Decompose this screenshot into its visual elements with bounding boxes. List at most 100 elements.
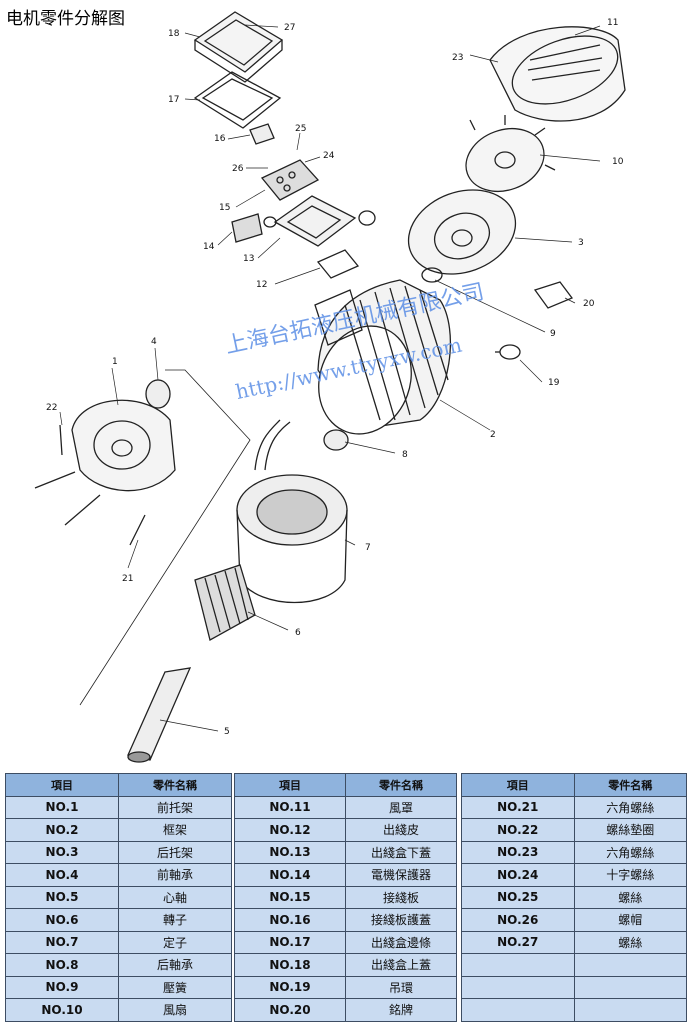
part-name: 電機保護器 [345, 863, 457, 887]
header-item: 項目 [234, 773, 346, 797]
part-number: NO.22 [461, 818, 575, 842]
front-end-bracket [71, 399, 176, 492]
callout-12: 12 [256, 280, 267, 290]
header-part-name: 零件名稱 [573, 773, 687, 797]
callout-25: 25 [295, 124, 306, 134]
part-name: 定子 [118, 930, 232, 954]
part-name: 吊環 [345, 975, 457, 999]
header-part-name: 零件名稱 [118, 773, 232, 797]
callout-24: 24 [323, 151, 335, 161]
callout-27: 27 [284, 23, 295, 33]
part-number: NO.21 [461, 795, 575, 819]
callout-13: 13 [243, 254, 254, 264]
part-name: 螺絲 [573, 930, 687, 954]
callout-3: 3 [578, 238, 584, 248]
part-name: 六角螺絲 [573, 795, 687, 819]
part-number: NO.17 [234, 930, 346, 954]
part-name [573, 953, 687, 977]
terminal-box-lower-cover [273, 195, 376, 247]
page-title: 电机零件分解图 [6, 9, 125, 29]
callout-6: 6 [295, 628, 301, 638]
part-number: NO.15 [234, 885, 346, 909]
exploded-motor-diagram: 1 2 3 4 5 6 7 8 9 10 11 12 13 14 15 16 1… [34, 11, 626, 763]
terminal-box-top-cover [193, 11, 284, 83]
screw [34, 424, 146, 546]
part-number: NO.10 [5, 998, 119, 1022]
part-number: NO.16 [234, 908, 346, 932]
part-name: 接綫板護蓋 [345, 908, 457, 932]
part-number: NO.6 [5, 908, 119, 932]
part-name: 接綫板 [345, 885, 457, 909]
callout-8: 8 [402, 450, 408, 460]
part-name: 后軸承 [118, 953, 232, 977]
dashed-guide [79, 369, 251, 706]
part-number: NO.20 [234, 998, 346, 1022]
part-number [461, 953, 575, 977]
lifting-eye [495, 344, 521, 360]
callout-15: 15 [219, 203, 230, 213]
part-name: 出綫盒上蓋 [345, 953, 457, 977]
rotor [194, 564, 256, 641]
stator [236, 419, 348, 604]
callout-18: 18 [168, 29, 180, 39]
callout-1: 1 [112, 357, 118, 367]
part-name: 前軸承 [118, 863, 232, 887]
part-number [461, 975, 575, 999]
part-name: 出綫盒邊條 [345, 930, 457, 954]
callout-17: 17 [168, 95, 179, 105]
table-header-row: 項目零件名稱 [461, 773, 687, 797]
header-part-name: 零件名稱 [345, 773, 457, 797]
part-number: NO.23 [461, 840, 575, 864]
cable-grommet [316, 249, 360, 279]
part-number: NO.18 [234, 953, 346, 977]
table-header-row: 項目零件名稱 [5, 773, 232, 797]
part-name: 風罩 [345, 795, 457, 819]
table-row [461, 998, 687, 1022]
callout-23: 23 [452, 53, 463, 63]
part-number: NO.5 [5, 885, 119, 909]
part-name: 出綫盒下蓋 [345, 840, 457, 864]
callout-14: 14 [203, 242, 215, 252]
part-number: NO.3 [5, 840, 119, 864]
spring-washer [421, 267, 443, 283]
part-number: NO.12 [234, 818, 346, 842]
part-number: NO.11 [234, 795, 346, 819]
leader-lines [59, 24, 601, 732]
nameplate [533, 281, 574, 309]
table-row [461, 975, 687, 999]
fan [465, 115, 556, 201]
callout-labels: 1 2 3 4 5 6 7 8 9 10 11 12 13 14 15 16 1… [46, 18, 624, 737]
callout-5: 5 [224, 727, 230, 737]
front-bearing [145, 379, 171, 409]
callout-4: 4 [151, 337, 157, 347]
part-number: NO.27 [461, 930, 575, 954]
part-name: 螺絲墊圈 [573, 818, 687, 842]
part-number: NO.7 [5, 930, 119, 954]
part-name [573, 998, 687, 1022]
part-name: 出綫皮 [345, 818, 457, 842]
callout-19: 19 [548, 378, 560, 388]
part-name: 框架 [118, 818, 232, 842]
part-name: 六角螺絲 [573, 840, 687, 864]
part-number: NO.19 [234, 975, 346, 999]
part-number: NO.14 [234, 863, 346, 887]
part-number: NO.24 [461, 863, 575, 887]
part-name [573, 975, 687, 999]
callout-11: 11 [607, 18, 618, 28]
